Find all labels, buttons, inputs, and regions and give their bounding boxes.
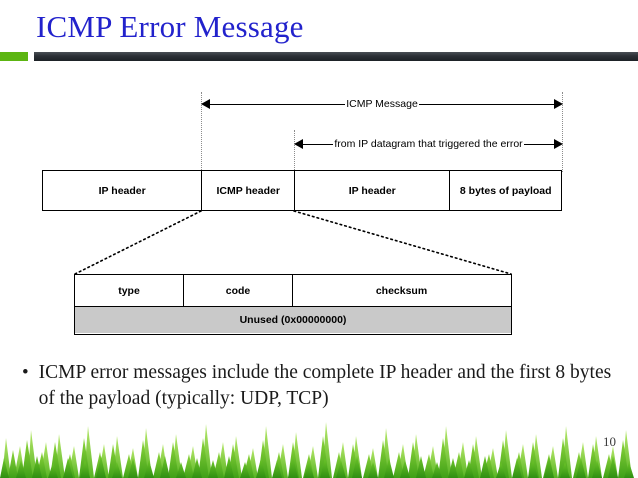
arrow-line xyxy=(418,103,554,105)
icmp-field-code: code xyxy=(183,275,292,306)
icmp-field-checksum: checksum xyxy=(292,275,510,306)
arrow-line xyxy=(303,143,334,145)
packet-layout-row: IP header ICMP header IP header 8 bytes … xyxy=(42,170,562,211)
packet-cell-label: IP header xyxy=(348,184,396,197)
grass-layer-front xyxy=(0,456,634,478)
packet-cell-ip-header-outer: IP header xyxy=(43,171,201,210)
packet-cell-label: ICMP header xyxy=(216,184,280,197)
page-number: 10 xyxy=(603,434,616,449)
span-arrow-icmp-message: ICMP Message xyxy=(201,97,563,111)
bullet-marker-icon: • xyxy=(22,362,29,383)
connector-line-right xyxy=(293,210,512,275)
packet-cell-label: 8 bytes of payload xyxy=(459,184,552,197)
packet-cell-ip-header-inner: IP header xyxy=(294,171,449,210)
bullet-text: ICMP error messages include the complete… xyxy=(38,362,612,409)
arrow-head-right-icon xyxy=(554,99,563,109)
icmp-field-unused: Unused (0x00000000) xyxy=(75,307,511,333)
icmp-field-type: type xyxy=(75,275,183,306)
arrow-head-left-icon xyxy=(201,99,210,109)
arrow-head-left-icon xyxy=(294,139,303,149)
guide-middle xyxy=(294,130,295,172)
bullet-item: • ICMP error messages include the comple… xyxy=(22,360,622,412)
guide-right xyxy=(562,92,563,172)
packet-cell-payload: 8 bytes of payload xyxy=(449,171,561,210)
span-arrow-triggering-datagram: from IP datagram that triggered the erro… xyxy=(294,137,564,151)
icmp-field-label: Unused (0x00000000) xyxy=(239,314,347,326)
icmp-field-label: type xyxy=(118,284,140,297)
connector-line-left xyxy=(74,210,202,275)
guide-left xyxy=(201,92,202,172)
arrow-head-right-icon xyxy=(554,139,564,149)
arrow-line xyxy=(210,103,346,105)
grass-footer-decoration xyxy=(0,422,634,478)
span-arrow-label: ICMP Message xyxy=(346,98,418,110)
icmp-field-label: code xyxy=(225,284,251,297)
span-arrow-label: from IP datagram that triggered the erro… xyxy=(334,138,523,150)
icmp-header-detail-table: type code checksum Unused (0x00000000) xyxy=(74,274,512,335)
packet-cell-label: IP header xyxy=(98,184,146,197)
page-title: ICMP Error Message xyxy=(36,9,304,44)
title-rule-accent xyxy=(0,52,28,61)
packet-cell-icmp-header: ICMP header xyxy=(201,171,294,210)
title-rule-bar xyxy=(34,52,638,61)
arrow-line xyxy=(523,143,555,145)
icmp-field-row: type code checksum xyxy=(75,275,511,307)
icmp-field-label: checksum xyxy=(375,284,428,297)
